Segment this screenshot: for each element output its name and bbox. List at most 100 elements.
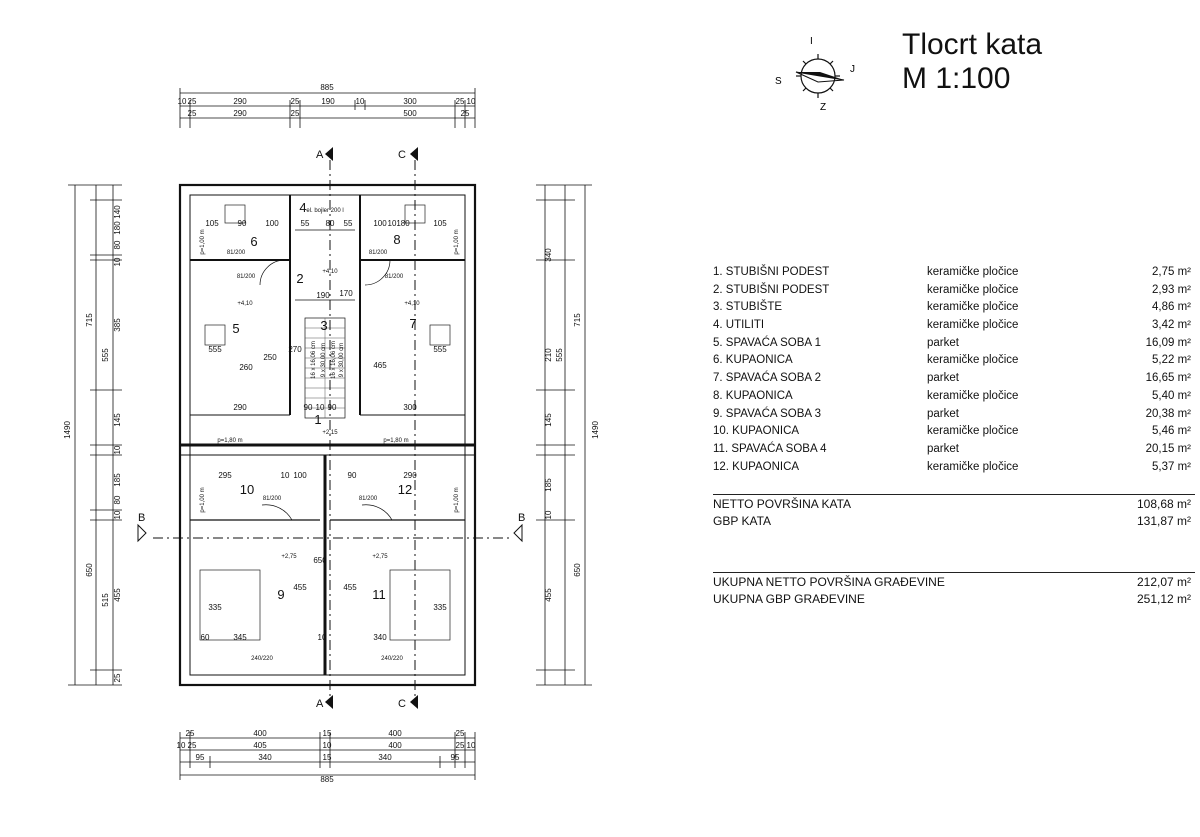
dim-label: 180 <box>113 221 122 235</box>
dim-label: 190 <box>321 97 335 106</box>
level-mark: +2,75 <box>372 554 388 560</box>
inner-dim: 180 <box>396 219 410 228</box>
room-name: 9. SPAVAĆA SOBA 3 <box>713 407 822 420</box>
dim-label: 10 <box>356 97 365 106</box>
room-name: 4. UTILITI <box>713 319 765 332</box>
inner-dim: 300 <box>403 403 417 412</box>
compass-z-label: Z <box>820 102 826 113</box>
inner-dim: 10 <box>318 633 327 642</box>
room-number: 10 <box>240 482 254 497</box>
room-area: 16,65 m² <box>1145 372 1191 385</box>
totals-gbp-value: 251,12 m² <box>1136 591 1191 606</box>
inner-dim: 295 <box>218 471 232 480</box>
dim-label: 340 <box>378 753 392 762</box>
window-sill-label: p=1,00 m <box>200 487 206 512</box>
sill-height-label: p=1,80 m <box>383 438 408 444</box>
inner-dim: 290 <box>403 471 417 480</box>
dim-label: 95 <box>451 753 460 762</box>
inner-dim: 555 <box>208 345 222 354</box>
divider-1 <box>713 494 1195 495</box>
dim-label: 80 <box>113 495 122 504</box>
dim-label: 145 <box>113 413 122 427</box>
door-label: 81/200 <box>385 274 404 280</box>
inner-dim: 55 <box>301 219 310 228</box>
summary-gbp-value: 131,87 m² <box>1136 513 1191 528</box>
summary-row-netto: NETTO POVRŠINA KATA 108,68 m² <box>713 497 1193 514</box>
room-number: 5 <box>232 321 239 336</box>
dim-label: 10 <box>467 97 476 106</box>
dim-label: 340 <box>544 248 553 262</box>
inner-dim: 650 <box>313 556 327 565</box>
door-label: 81/200 <box>369 250 388 256</box>
dim-label: 715 <box>573 313 582 327</box>
inner-dim: 270 <box>288 345 302 354</box>
dim-label: 80 <box>113 240 122 249</box>
inner-dim: 335 <box>433 603 447 612</box>
left-total-dim: 1490 <box>63 421 72 439</box>
room-floor: keramičke pločice <box>927 266 1019 278</box>
inner-dim: 10 <box>388 219 397 228</box>
stair-label: 9 x 30,00 cm <box>321 343 327 377</box>
dim-label: 25 <box>188 97 197 106</box>
floor-summary: NETTO POVRŠINA KATA 108,68 m² GBP KATA 1… <box>713 497 1193 530</box>
inner-dim: 10 <box>281 471 290 480</box>
bottom-total-dim: 885 <box>320 775 334 784</box>
inner-dim: 455 <box>293 583 307 592</box>
room-name: 11. SPAVAĆA SOBA 4 <box>713 442 827 455</box>
room-area: 5,22 m² <box>1152 354 1191 367</box>
dim-label: 385 <box>113 318 122 332</box>
inner-dim: 90 <box>238 219 247 228</box>
room-area: 5,40 m² <box>1152 389 1191 402</box>
dim-label: 400 <box>253 729 267 738</box>
room-number: 6 <box>250 234 257 249</box>
room-area: 4,86 m² <box>1152 301 1191 314</box>
sill-height-label: p=1,80 m <box>217 438 242 444</box>
room-number: 1 <box>314 412 321 427</box>
inner-dim: 100 <box>293 471 307 480</box>
inner-dim: 260 <box>239 363 253 372</box>
stair-label: 16 x 16,06 cm <box>311 341 317 379</box>
inner-dim: 345 <box>233 633 247 642</box>
dim-label: 145 <box>544 413 553 427</box>
section-c-bottom: C <box>398 698 406 710</box>
compass-i-label: I <box>810 36 813 47</box>
room-floor: keramičke pločice <box>927 354 1019 367</box>
level-mark: +4,10 <box>322 269 338 275</box>
inner-dim: 170 <box>339 289 353 298</box>
dim-label: 10 <box>113 445 122 454</box>
inner-dim: 335 <box>208 603 222 612</box>
room-number: 11 <box>372 587 386 602</box>
dim-label: 400 <box>388 729 402 738</box>
dim-label: 455 <box>544 588 553 602</box>
compass-s-label: S <box>775 76 782 87</box>
inner-dim: 105 <box>433 219 447 228</box>
room-area: 5,37 m² <box>1152 460 1191 473</box>
totals-gbp-label: UKUPNA GBP GRAĐEVINE <box>713 591 865 606</box>
window-label: 240/220 <box>251 656 273 662</box>
right-total-dim: 1490 <box>591 421 600 439</box>
room-floor: keramičke pločice <box>927 301 1019 314</box>
room-number: 7 <box>409 316 416 331</box>
dim-label: 15 <box>323 729 332 738</box>
level-mark: +2,15 <box>322 430 338 436</box>
inner-dim: 60 <box>201 633 210 642</box>
room-number: 3 <box>320 318 327 333</box>
door-label: 81/200 <box>263 496 282 502</box>
dim-label: 25 <box>291 97 300 106</box>
inner-dim: 10 <box>316 403 325 412</box>
dim-label: 15 <box>323 753 332 762</box>
totals-netto-label: UKUPNA NETTO POVRŠINA GRAĐEVINE <box>713 575 945 589</box>
dim-label: 185 <box>113 473 122 487</box>
dim-label: 25 <box>461 109 470 118</box>
inner-dim: 340 <box>373 633 387 642</box>
room-area: 3,42 m² <box>1152 319 1191 332</box>
level-mark: +4,10 <box>404 301 420 307</box>
